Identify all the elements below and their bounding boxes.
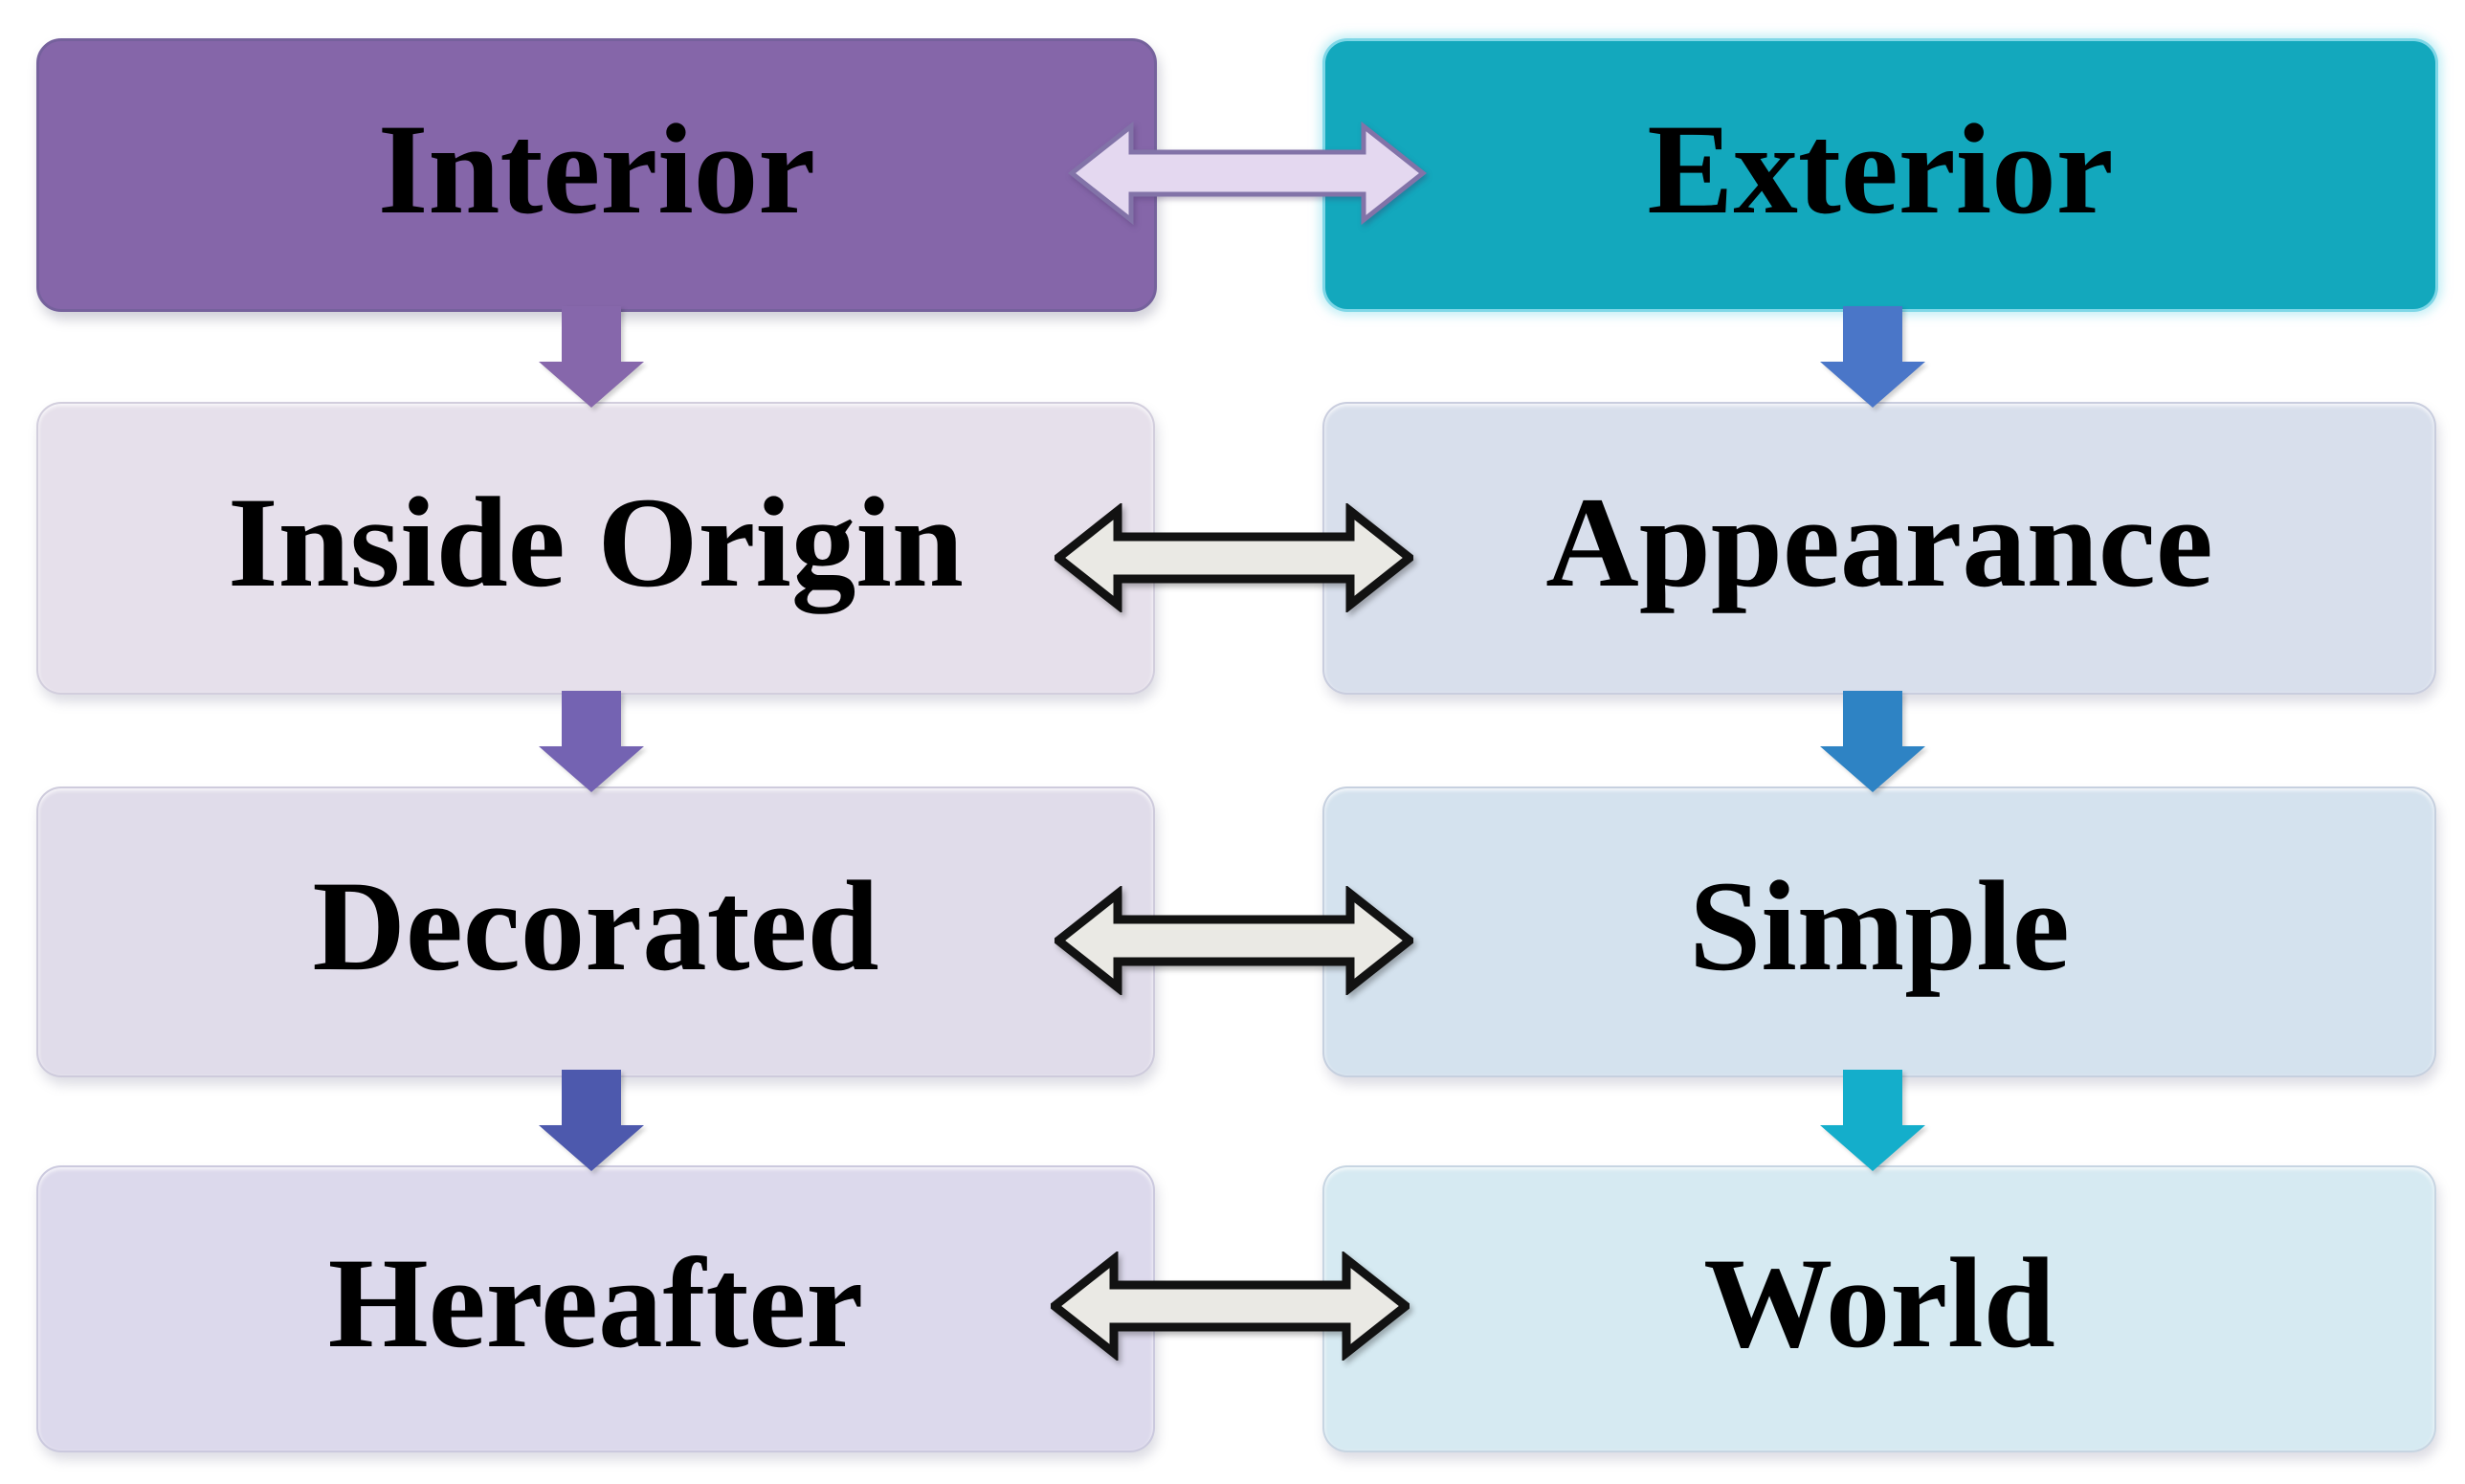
box-decorated-label: Decorated bbox=[312, 854, 879, 998]
down-arrow-shape bbox=[539, 691, 644, 792]
down-arrow-inside-origin-to-decorated-icon bbox=[539, 691, 644, 792]
down-arrow-exterior-to-appearance-icon bbox=[1820, 306, 1925, 408]
double-arrow-shape bbox=[1068, 121, 1427, 226]
box-inside-origin-label: Inside Origin bbox=[228, 471, 964, 614]
down-arrow-shape bbox=[1820, 691, 1925, 792]
down-arrow-shape bbox=[1820, 306, 1925, 408]
box-hereafter-label: Hereafter bbox=[327, 1231, 864, 1375]
down-arrow-simple-to-world-icon bbox=[1820, 1070, 1925, 1171]
double-arrow-shape bbox=[1055, 886, 1413, 995]
box-appearance-label: Appearance bbox=[1545, 471, 2213, 614]
box-exterior-label: Exterior bbox=[1647, 98, 2114, 241]
down-arrow-shape bbox=[1820, 1070, 1925, 1171]
box-world-label: World bbox=[1703, 1231, 2055, 1375]
down-arrow-decorated-to-hereafter-icon bbox=[539, 1070, 644, 1171]
box-interior: Interior bbox=[36, 38, 1157, 312]
box-appearance: Appearance bbox=[1322, 402, 2436, 695]
double-arrow-decorated-simple-icon bbox=[1055, 886, 1413, 995]
down-arrow-interior-to-inside-origin-icon bbox=[539, 306, 644, 408]
box-hereafter: Hereafter bbox=[36, 1165, 1155, 1452]
box-world: World bbox=[1322, 1165, 2436, 1452]
double-arrow-inside-origin-appearance-icon bbox=[1055, 503, 1413, 612]
box-simple: Simple bbox=[1322, 786, 2436, 1077]
box-interior-label: Interior bbox=[377, 98, 816, 241]
down-arrow-shape bbox=[539, 1070, 644, 1171]
box-exterior: Exterior bbox=[1322, 38, 2438, 312]
box-inside-origin: Inside Origin bbox=[36, 402, 1155, 695]
box-decorated: Decorated bbox=[36, 786, 1155, 1077]
box-simple-label: Simple bbox=[1689, 854, 2070, 998]
double-arrow-shape bbox=[1051, 1251, 1410, 1361]
double-arrow-interior-exterior-icon bbox=[1068, 121, 1427, 226]
down-arrow-shape bbox=[539, 306, 644, 408]
double-arrow-hereafter-world-icon bbox=[1051, 1251, 1410, 1361]
down-arrow-appearance-to-simple-icon bbox=[1820, 691, 1925, 792]
double-arrow-shape bbox=[1055, 503, 1413, 612]
